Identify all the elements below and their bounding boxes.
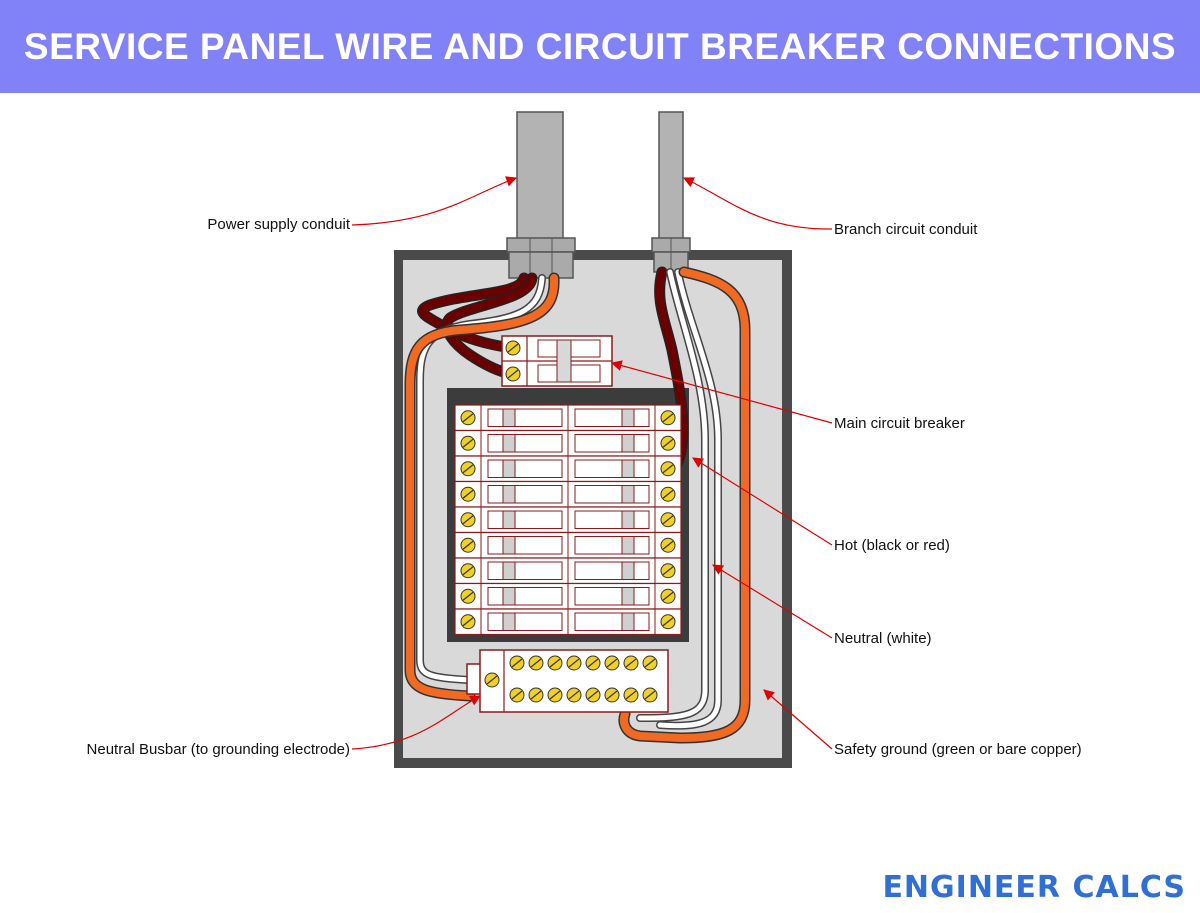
main-circuit-breaker (501, 335, 613, 387)
label-safety-ground: Safety ground (green or bare copper) (834, 741, 1082, 758)
busbar-screw-top (547, 655, 563, 671)
breaker-row (454, 404, 682, 432)
breaker-row (454, 429, 682, 457)
busbar-screw-top (604, 655, 620, 671)
breaker-row (454, 531, 682, 559)
breaker-row (454, 480, 682, 508)
title-banner: SERVICE PANEL WIRE AND CIRCUIT BREAKER C… (0, 0, 1200, 93)
label-neutral: Neutral (white) (834, 630, 932, 647)
busbar-screw-bottom (528, 687, 544, 703)
leader-lines (351, 176, 833, 750)
busbar-screw-top (566, 655, 582, 671)
breaker-screw-right (660, 435, 676, 451)
breaker-screw-right (660, 563, 676, 579)
breaker-screw-left (460, 410, 476, 426)
breaker-row (454, 455, 682, 483)
brand-logo: ENGINEER CALCS (882, 870, 1186, 905)
busbar-screw-top (623, 655, 639, 671)
label-hot: Hot (black or red) (834, 537, 950, 554)
breaker-row (454, 582, 682, 610)
breaker-screw-left (460, 461, 476, 477)
busbar-screw-bottom (566, 687, 582, 703)
branch-circuit-conduit (658, 111, 684, 243)
busbar-screw-top (642, 655, 658, 671)
power-conduit-fitting (506, 237, 576, 279)
breaker-screw-right (660, 410, 676, 426)
wiring (404, 266, 751, 744)
label-branch-circuit-conduit: Branch circuit conduit (834, 221, 978, 238)
breaker-row (454, 608, 682, 636)
busbar-screw-bottom (642, 687, 658, 703)
breaker-screw-left (460, 435, 476, 451)
busbar-screw-top (509, 655, 525, 671)
breaker-screw-right (660, 512, 676, 528)
breaker-screw-right (660, 461, 676, 477)
breaker-row (454, 506, 682, 534)
breaker-screw-left (460, 512, 476, 528)
breaker-screw-right (660, 588, 676, 604)
page-title: SERVICE PANEL WIRE AND CIRCUIT BREAKER C… (23, 25, 1177, 67)
breaker-screw-right (660, 537, 676, 553)
breaker-row (454, 557, 682, 585)
busbar-screw-bottom (509, 687, 525, 703)
label-main-circuit-breaker: Main circuit breaker (834, 415, 965, 432)
busbar-screw-bottom (623, 687, 639, 703)
power-supply-conduit (516, 111, 564, 243)
breaker-screw-right (660, 486, 676, 502)
busbar-screw-bottom (547, 687, 563, 703)
busbar-screw-bottom (585, 687, 601, 703)
branch-breaker-grid (454, 404, 682, 636)
busbar-screw-top (528, 655, 544, 671)
breaker-screw-right (660, 614, 676, 630)
busbar-screw-bottom (604, 687, 620, 703)
breaker-screw-left (460, 588, 476, 604)
breaker-screw-left (460, 563, 476, 579)
label-power-supply-conduit: Power supply conduit (207, 216, 350, 233)
neutral-busbar (466, 649, 669, 713)
label-neutral-busbar: Neutral Busbar (to grounding electrode) (87, 741, 350, 758)
breaker-screw-left (460, 614, 476, 630)
breaker-screw-left (460, 486, 476, 502)
breaker-screw-left (460, 537, 476, 553)
busbar-screw-top (585, 655, 601, 671)
